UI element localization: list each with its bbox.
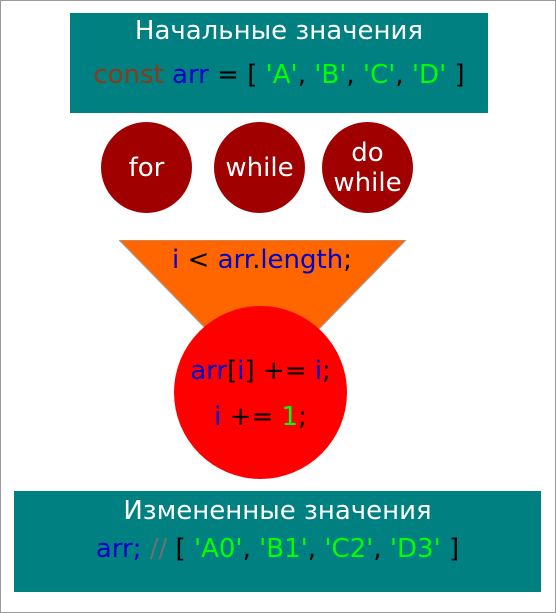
result-values-code: arr; // [ 'A0', 'B1', 'C2', 'D3' ]: [95, 534, 460, 564]
result-value-b1: 'B1': [259, 534, 308, 564]
loop-do-while-label-line2: while: [333, 167, 402, 198]
initial-values-box: Начальные значения const arr = [ 'A', 'B…: [70, 13, 488, 113]
close-bracket: ]: [454, 60, 465, 90]
condition-property: length: [260, 245, 344, 275]
result-value-c2: 'C2': [324, 534, 374, 564]
loop-body-line-2: i += 1;: [214, 402, 307, 432]
result-values-box: Измененные значения arr; // [ 'A0', 'B1'…: [14, 491, 541, 592]
loop-body-line-1: arr[i] += i;: [190, 356, 331, 386]
loop-while-circle: while: [214, 122, 305, 213]
loop-do-while-label-line1: do: [351, 137, 384, 168]
const-keyword: const: [93, 60, 164, 90]
loop-do-while-circle: do while: [322, 122, 413, 213]
open-bracket: [: [247, 60, 258, 90]
assign-operator: =: [217, 60, 239, 90]
loop-for-label: for: [128, 152, 165, 183]
value-c: 'C': [362, 60, 396, 90]
value-d: 'D': [411, 60, 447, 90]
arr-identifier: arr: [172, 60, 209, 90]
value-b: 'B': [314, 60, 347, 90]
condition-object: arr: [217, 245, 253, 275]
loop-for-circle: for: [101, 122, 192, 213]
result-value-d3: 'D3': [389, 534, 441, 564]
condition-operator: <: [187, 245, 210, 275]
value-a: 'A': [265, 60, 298, 90]
initial-values-title: Начальные значения: [134, 16, 424, 46]
loop-body-circle: [174, 306, 347, 479]
initial-values-code: const arr = [ 'A', 'B', 'C', 'D' ]: [93, 60, 465, 90]
result-arr-identifier: arr: [95, 534, 133, 564]
condition-var: i: [172, 245, 180, 275]
loop-while-label: while: [225, 152, 294, 183]
result-comment-marker: //: [149, 534, 168, 564]
result-value-a0: 'A0': [193, 534, 243, 564]
result-values-title: Измененные значения: [123, 496, 432, 526]
condition-expression: i < arr.length;: [172, 245, 352, 275]
